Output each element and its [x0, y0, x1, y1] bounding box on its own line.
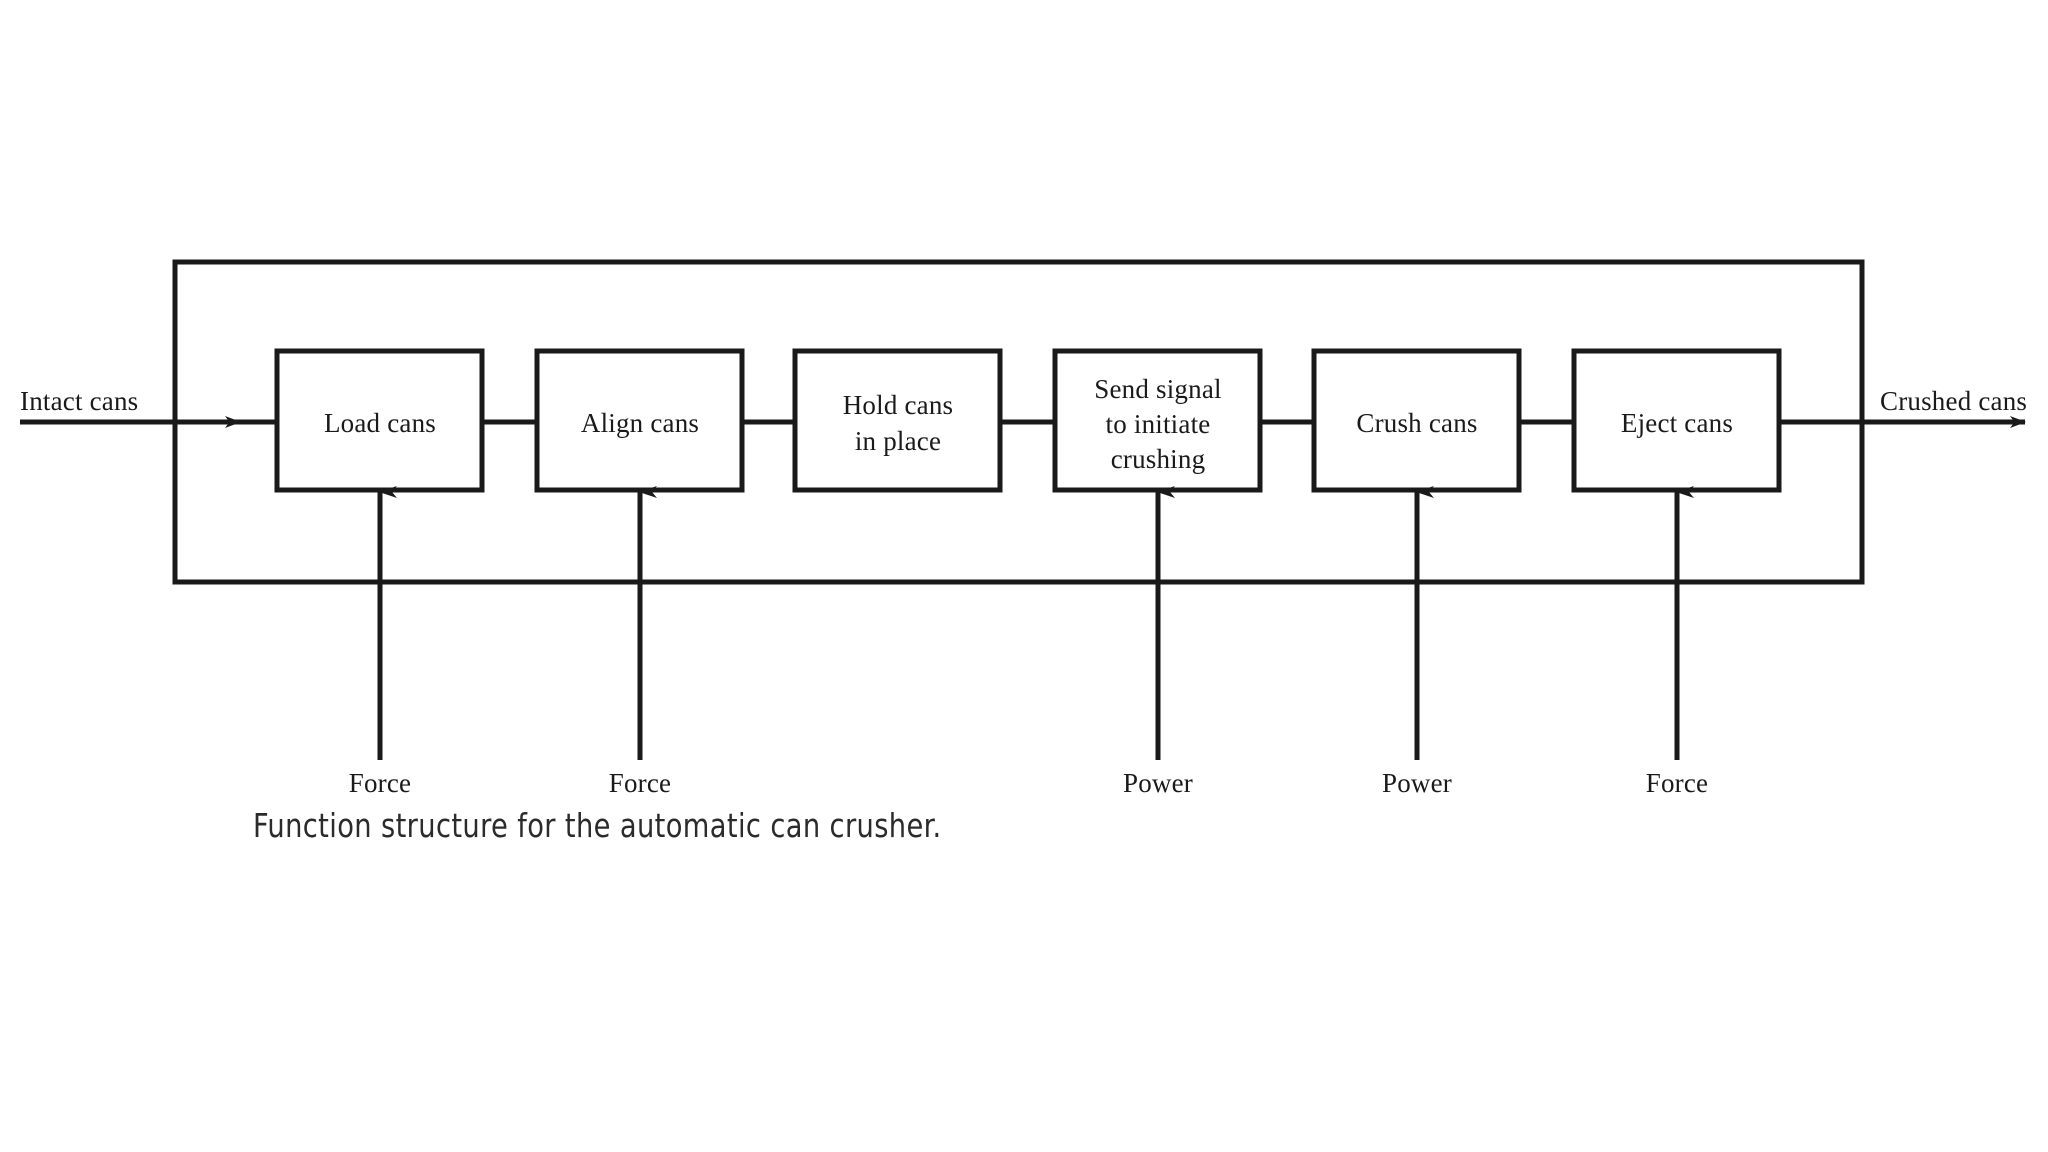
energy-label-power-signal: Power — [1123, 768, 1193, 798]
energy-label-force-load: Force — [349, 768, 411, 798]
block-hold-cans-label-line1: Hold cans — [843, 390, 954, 420]
output-flow-label: Crushed cans — [1880, 386, 2027, 416]
block-load-cans-label: Load cans — [324, 408, 436, 438]
block-crush-cans[interactable] — [1311, 348, 1522, 493]
block-crush-cans-label: Crush cans — [1356, 408, 1477, 438]
block-send-signal-label-line3: crushing — [1111, 444, 1206, 474]
block-eject-cans[interactable] — [1571, 348, 1782, 493]
figure-caption: Function structure for the automatic can… — [253, 806, 942, 845]
block-send-signal-label-line2: to initiate — [1106, 409, 1211, 439]
block-hold-cans-label-line2: in place — [855, 426, 941, 456]
block-send-signal-label-line1: Send signal — [1094, 374, 1221, 404]
energy-label-force-eject: Force — [1646, 768, 1708, 798]
block-align-cans[interactable] — [534, 348, 745, 493]
block-align-cans-label: Align cans — [581, 408, 699, 438]
block-eject-cans-label: Eject cans — [1621, 408, 1733, 438]
block-hold-cans[interactable] — [792, 348, 1003, 493]
energy-label-power-crush: Power — [1382, 768, 1452, 798]
block-load-cans[interactable] — [274, 348, 485, 493]
energy-label-force-align: Force — [609, 768, 671, 798]
input-flow-label: Intact cans — [20, 386, 138, 416]
